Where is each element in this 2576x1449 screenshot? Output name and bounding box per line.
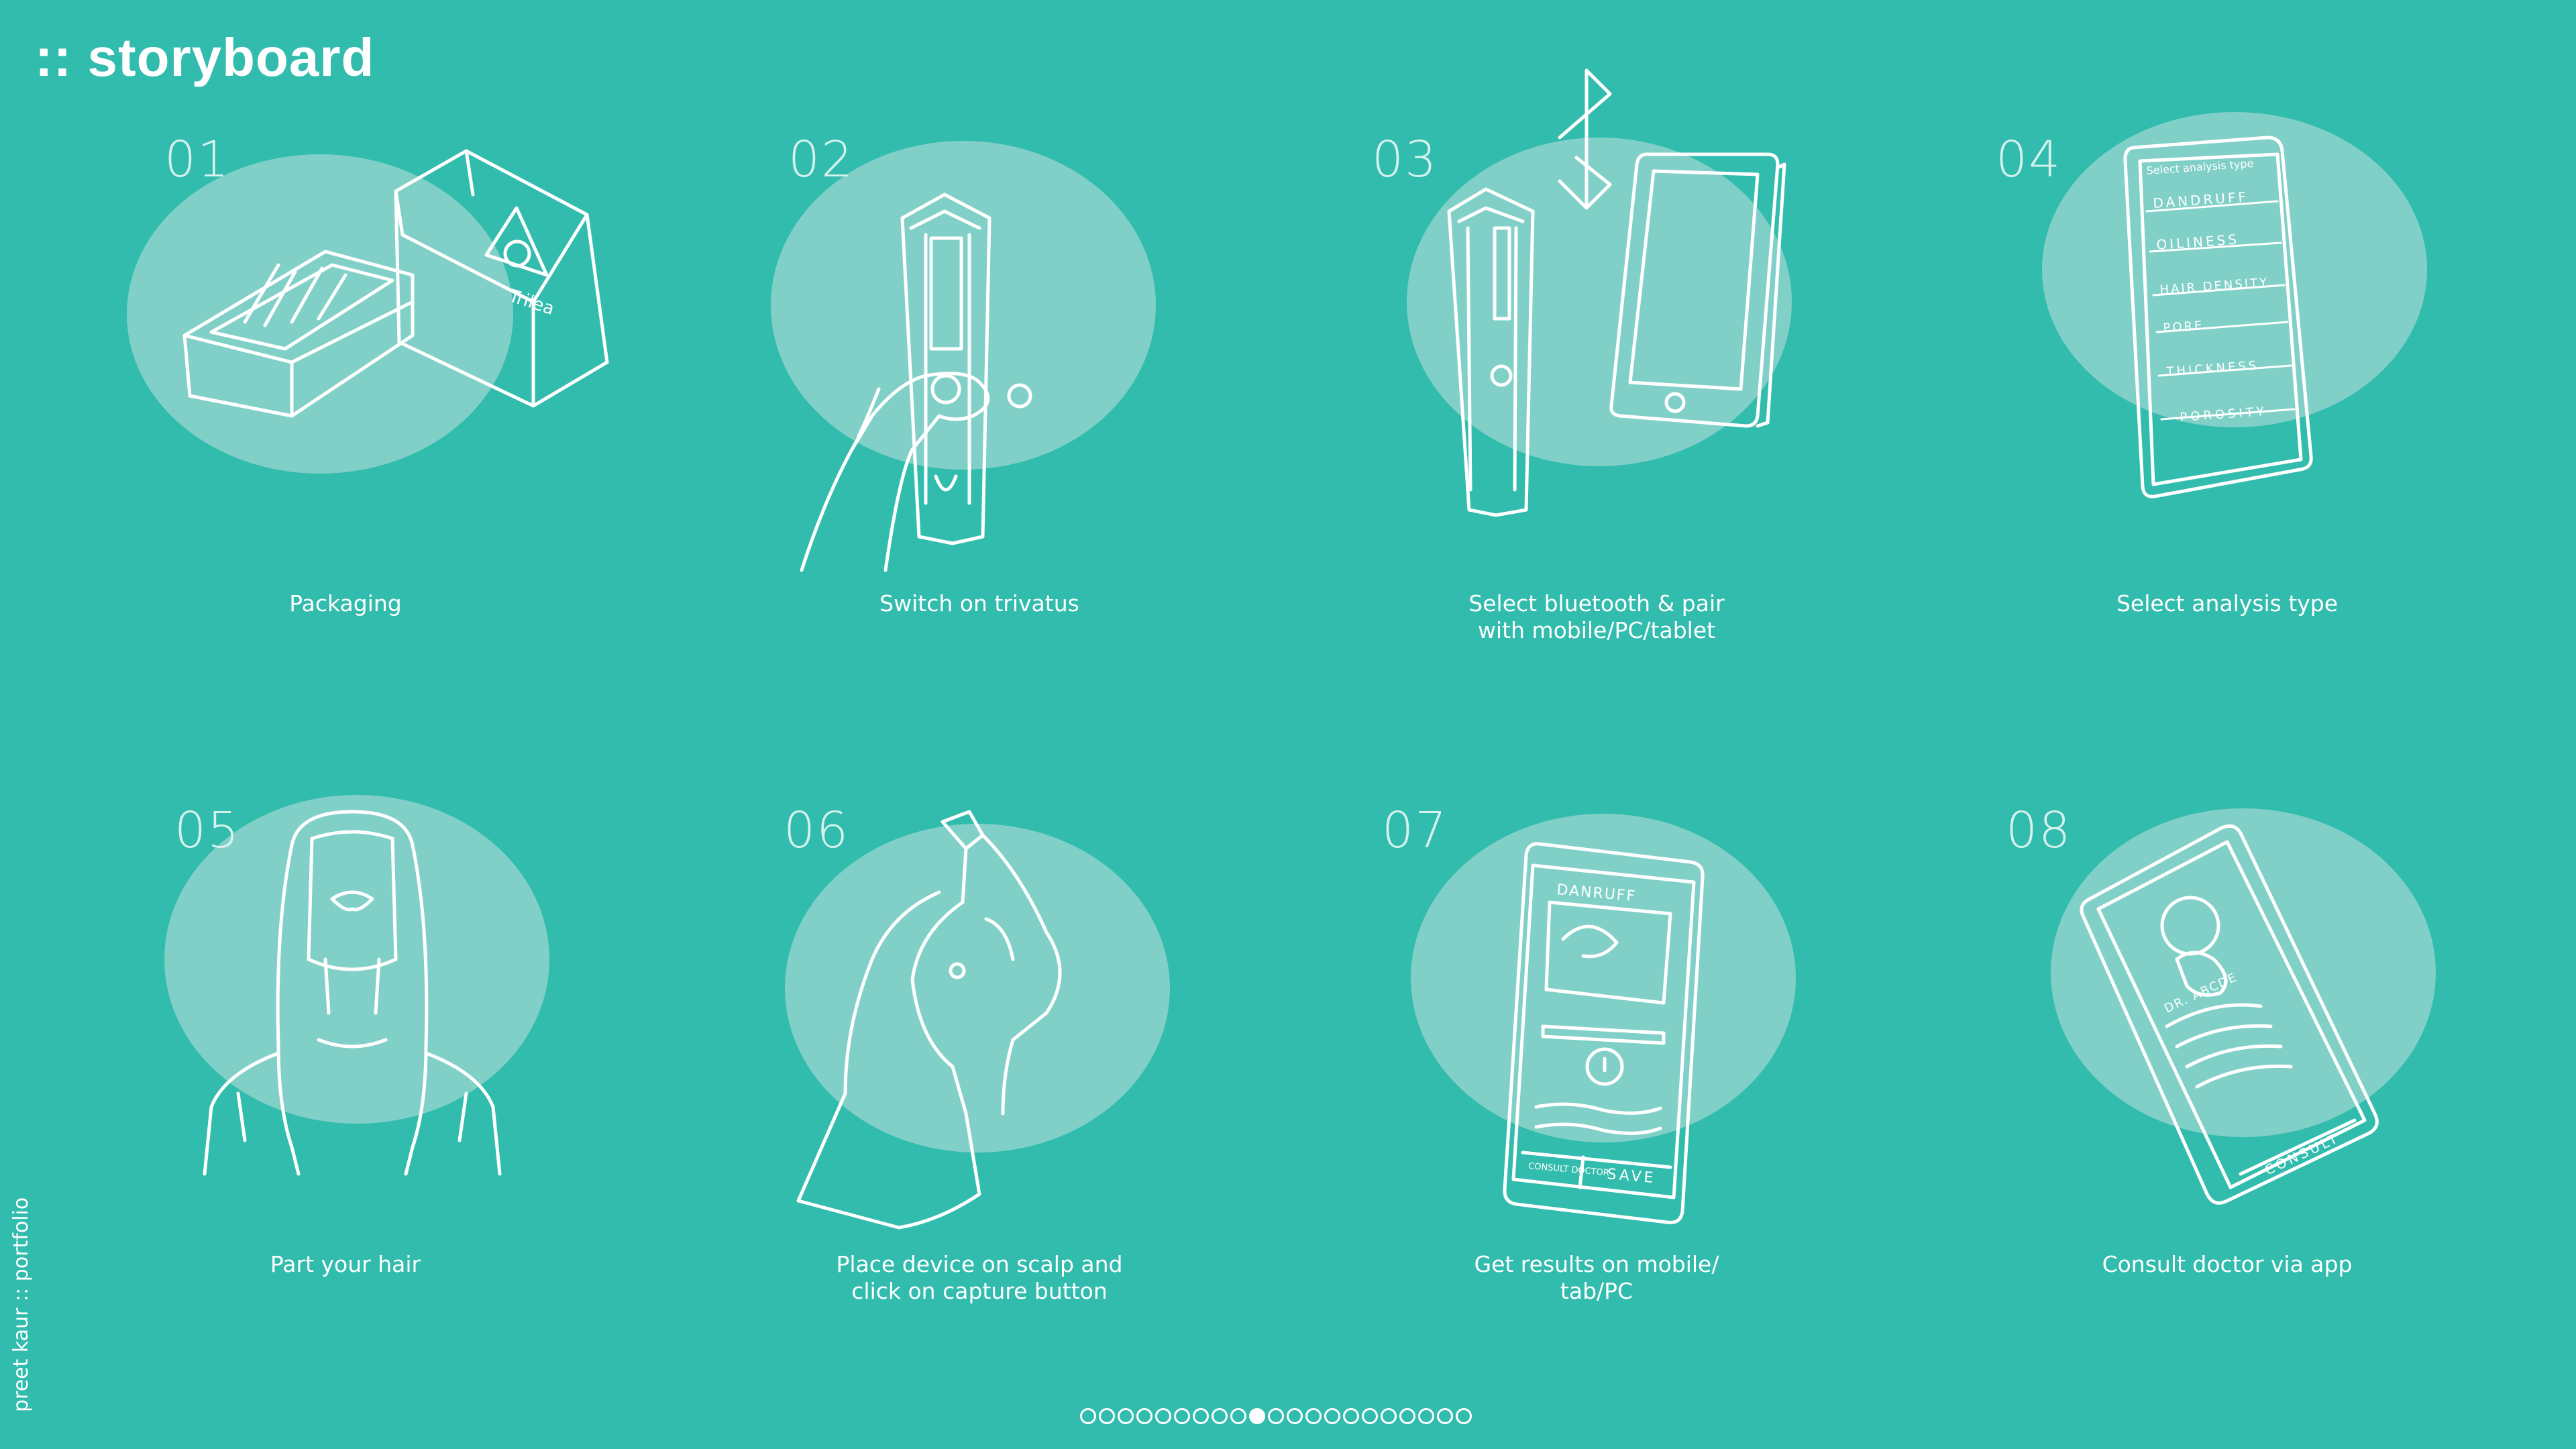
pagination-dot[interactable] <box>1324 1408 1340 1424</box>
pagination-dot[interactable] <box>1305 1408 1322 1424</box>
step-caption: Select bluetooth & pair with mobile/PC/t… <box>1468 590 1725 643</box>
bluetooth-icon <box>1558 68 1612 210</box>
pagination-dot[interactable] <box>1230 1408 1246 1424</box>
storyboard-step-01: Trilea 01 Packaging <box>64 101 627 704</box>
pagination-dot[interactable] <box>1437 1408 1453 1424</box>
pagination-dot[interactable] <box>1268 1408 1284 1424</box>
step-number: 05 <box>174 802 241 859</box>
analysis-type-phone-illustration: Select analysis type DANDRUFF OILINESS H… <box>2042 112 2427 498</box>
storyboard-step-08: DR. ABCDE CONSULT 08 Consult doctor via … <box>1945 758 2509 1362</box>
pagination-dot[interactable] <box>1174 1408 1190 1424</box>
step-caption: Select analysis type <box>2116 590 2339 616</box>
pagination-dot[interactable] <box>1193 1408 1209 1424</box>
step-number: 06 <box>784 802 850 859</box>
consult-doctor-label: CONSULT DOCTOR <box>1528 1161 1610 1178</box>
storyboard-step-06: 06 Place device on scalp and click on ca… <box>698 758 1261 1362</box>
results-phone-illustration: DANRUFF CONSULT DOCTOR SAVE <box>1411 814 1796 1224</box>
device-on-scalp-illustration <box>785 810 1170 1230</box>
step-number: 01 <box>164 131 231 189</box>
step-number: 02 <box>788 131 855 189</box>
page-title: :: storyboard <box>35 28 375 87</box>
step-caption: Packaging <box>289 590 402 616</box>
step-number: 04 <box>1996 131 2062 189</box>
pagination-dot[interactable] <box>1212 1408 1228 1424</box>
pagination-dot[interactable] <box>1399 1408 1415 1424</box>
pagination-dot[interactable] <box>1456 1408 1472 1424</box>
step-number: 08 <box>2006 802 2072 859</box>
pagination-dot[interactable] <box>1080 1408 1096 1424</box>
pagination-dot[interactable] <box>1362 1408 1378 1424</box>
slide-pagination <box>1080 1408 1472 1431</box>
analysis-option: PORE <box>2163 319 2204 335</box>
consult-doctor-phone-illustration: DR. ABCDE CONSULT <box>2051 808 2436 1205</box>
step-caption: Get results on mobile/ tab/PC <box>1474 1251 1719 1304</box>
brand-logo-text: Trilea <box>506 286 557 319</box>
step-number: 03 <box>1372 131 1438 189</box>
step-number: 07 <box>1382 802 1448 859</box>
storyboard-step-05: 05 Part your hair <box>64 758 627 1362</box>
packaging-illustration: Trilea <box>127 149 609 474</box>
step-caption: Place device on scalp and click on captu… <box>836 1251 1123 1304</box>
pagination-dot[interactable] <box>1099 1408 1115 1424</box>
person-parting-hair-illustration <box>164 795 549 1176</box>
consult-button-label: CONSULT <box>2262 1130 2342 1179</box>
pagination-dot[interactable] <box>1136 1408 1152 1424</box>
pagination-dot[interactable] <box>1118 1408 1134 1424</box>
pagination-dot[interactable] <box>1343 1408 1359 1424</box>
pagination-dot[interactable] <box>1287 1408 1303 1424</box>
pagination-dot[interactable] <box>1418 1408 1434 1424</box>
pagination-dot-active[interactable] <box>1249 1408 1265 1424</box>
save-label: SAVE <box>1606 1166 1656 1187</box>
pagination-dot[interactable] <box>1381 1408 1397 1424</box>
bluetooth-pairing-illustration <box>1407 68 1792 517</box>
hand-holding-device-illustration <box>771 141 1156 572</box>
storyboard-step-03: 03 Select bluetooth & pair with mobile/P… <box>1315 68 1878 704</box>
step-caption: Switch on trivatus <box>879 590 1079 616</box>
step-caption: Part your hair <box>270 1251 421 1277</box>
step-caption: Consult doctor via app <box>2102 1251 2353 1277</box>
storyboard-step-04: Select analysis type DANDRUFF OILINESS H… <box>1945 101 2509 704</box>
portfolio-credit: preet kaur :: portfolio <box>9 1197 33 1412</box>
storyboard-step-02: 02 Switch on trivatus <box>698 101 1261 704</box>
pagination-dot[interactable] <box>1155 1408 1171 1424</box>
storyboard-step-07: DANRUFF CONSULT DOCTOR SAVE 07 Get resul… <box>1315 758 1878 1362</box>
